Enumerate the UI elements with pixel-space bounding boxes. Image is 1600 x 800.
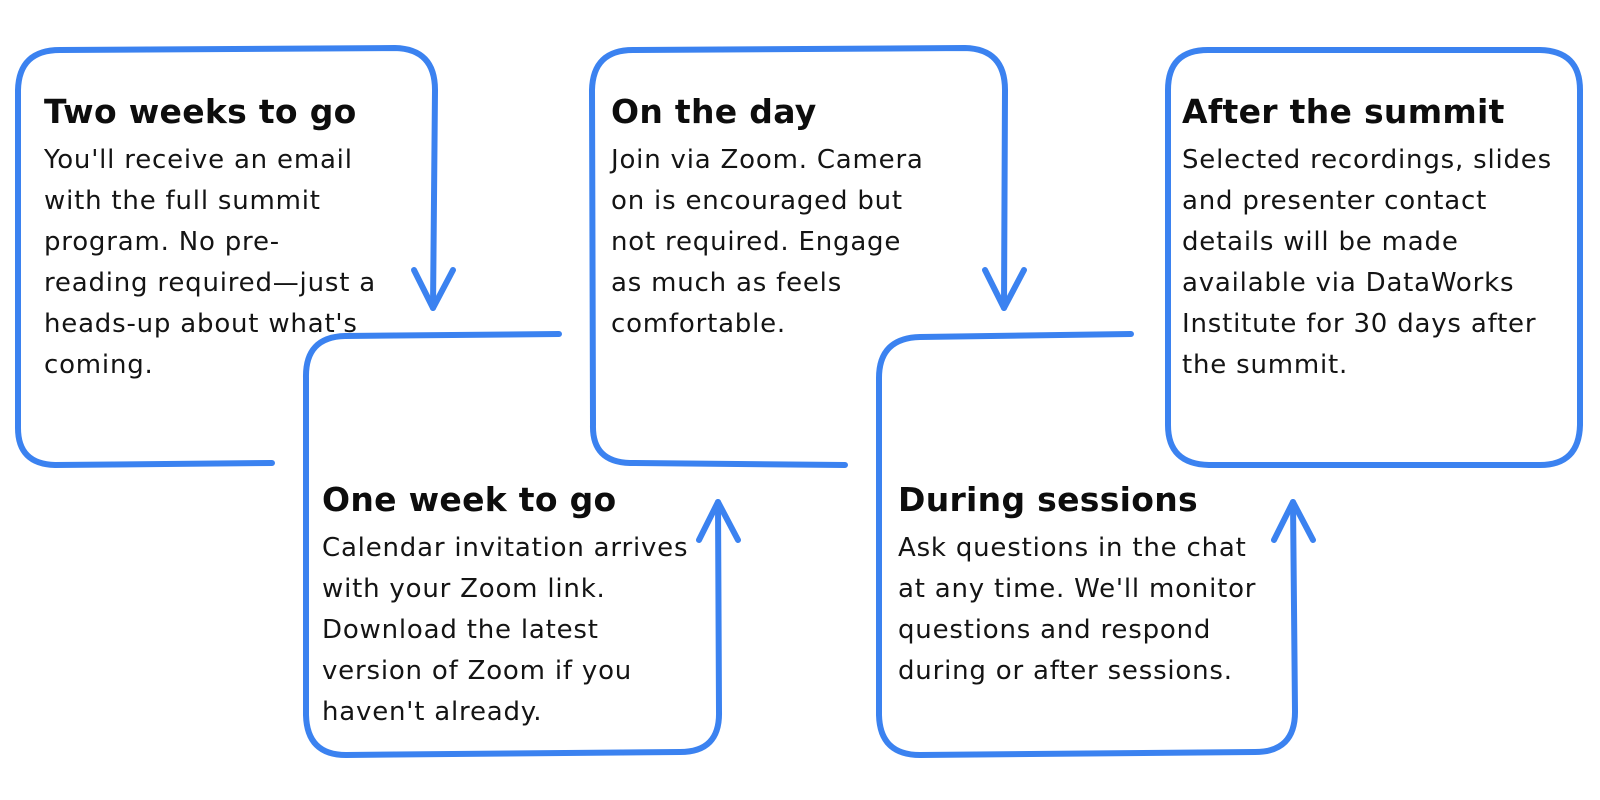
step-4-arrow-icon bbox=[1271, 499, 1316, 543]
step-two-weeks-to-go: Two weeks to go You'll receive an email … bbox=[44, 92, 384, 386]
step-title: Two weeks to go bbox=[44, 92, 357, 131]
step-2-frame bbox=[302, 331, 723, 758]
step-one-week-to-go: One week to go Calendar invitation arriv… bbox=[322, 480, 702, 733]
step-after-the-summit: After the summit Selected recordings, sl… bbox=[1182, 92, 1566, 386]
step-title: After the summit bbox=[1182, 92, 1505, 131]
step-during-sessions: During sessions Ask questions in the cha… bbox=[898, 480, 1278, 692]
step-5-frame bbox=[1165, 47, 1583, 468]
step-on-the-day: On the day Join via Zoom. Camera on is e… bbox=[611, 92, 941, 345]
step-title: During sessions bbox=[898, 480, 1199, 519]
step-description: You'll receive an email with the full su… bbox=[44, 145, 376, 380]
step-3-frame bbox=[589, 45, 1008, 468]
step-description: Calendar invitation arrives with your Zo… bbox=[322, 533, 689, 727]
step-1-frame bbox=[15, 45, 438, 468]
step-title: One week to go bbox=[322, 480, 617, 519]
step-1-arrow-icon bbox=[411, 267, 456, 311]
step-description: Ask questions in the chat at any time. W… bbox=[898, 533, 1257, 686]
step-4-frame bbox=[876, 331, 1298, 758]
step-2-arrow-icon bbox=[696, 499, 741, 543]
step-description: Selected recordings, slides and presente… bbox=[1182, 145, 1552, 380]
step-title: On the day bbox=[611, 92, 817, 131]
step-3-arrow-icon bbox=[982, 267, 1027, 311]
step-description: Join via Zoom. Camera on is encouraged b… bbox=[611, 145, 924, 339]
